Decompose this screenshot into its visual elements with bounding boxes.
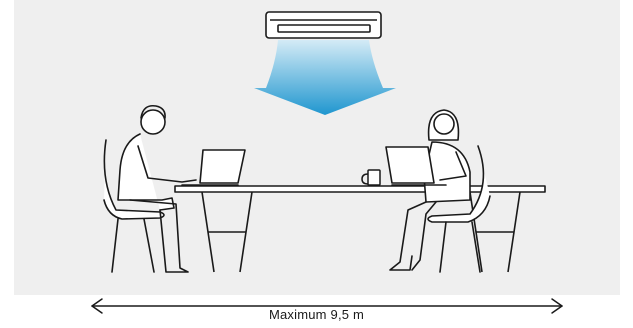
air-conditioner-icon bbox=[266, 12, 381, 38]
distance-caption: Maximum 9,5 m bbox=[0, 307, 633, 322]
